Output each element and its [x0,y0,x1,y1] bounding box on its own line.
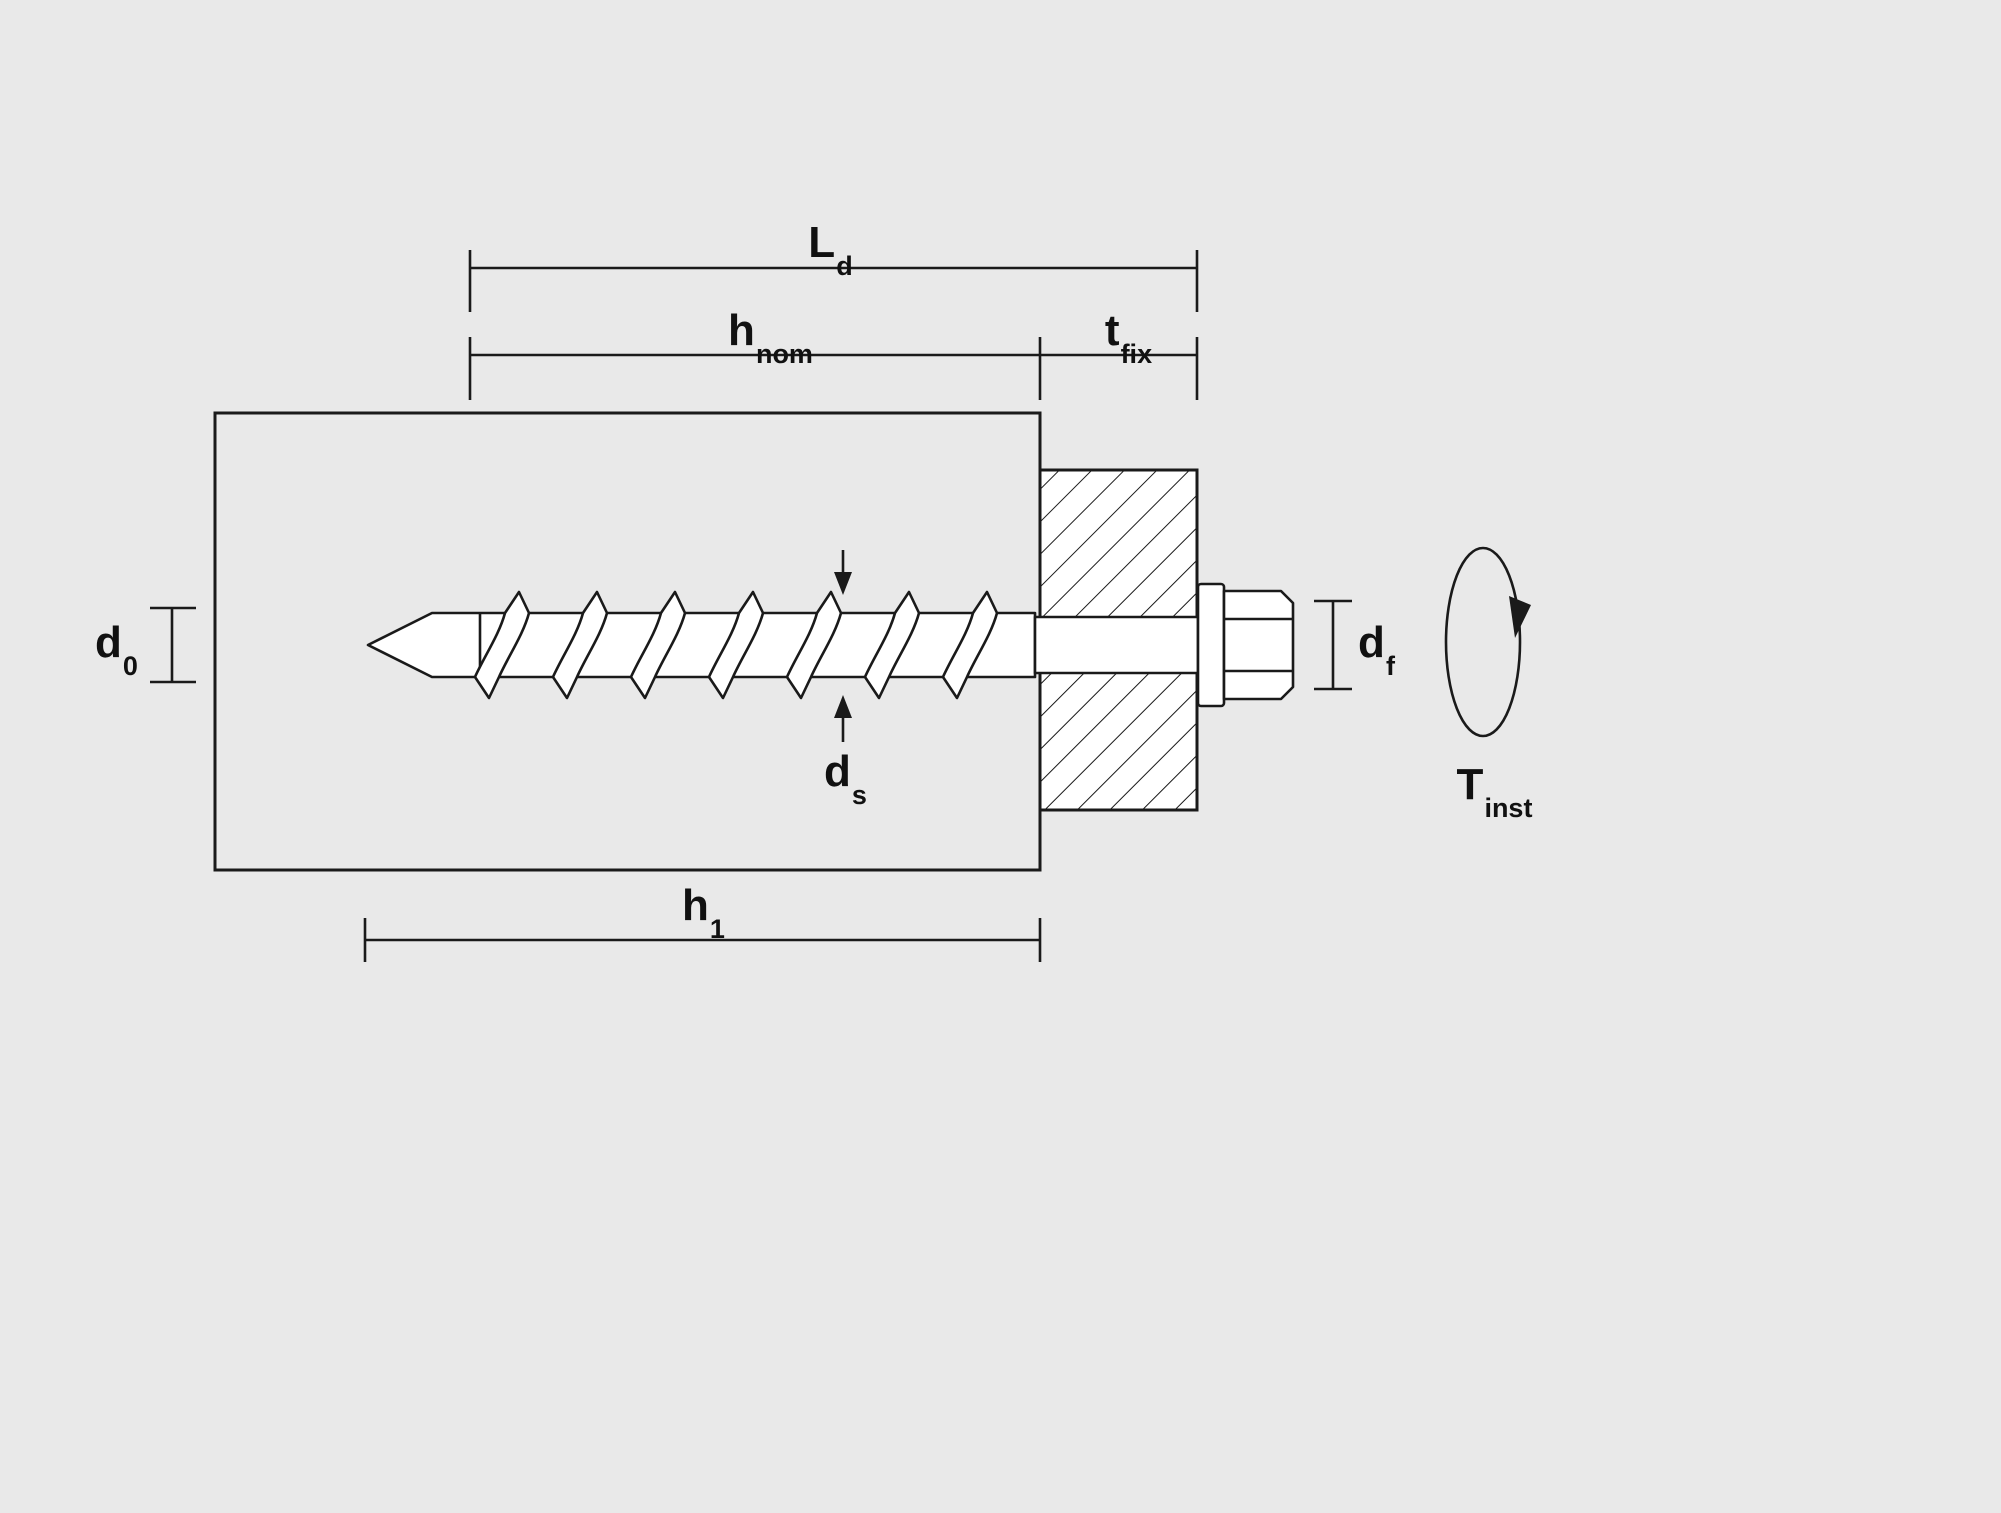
dim-d0 [150,606,196,684]
screw [366,582,1295,708]
label-ld: Ld [808,218,852,280]
label-tfix-main: t [1104,306,1120,355]
label-tfix: tfix [1104,306,1152,368]
label-hnom-sub: nom [755,338,813,369]
label-hnom: hnom [728,306,813,368]
dim-df [1314,599,1352,691]
label-df-sub: f [1385,650,1395,681]
label-tinst: Tinst [1456,760,1533,822]
washer [1196,582,1226,708]
label-ds-sub: s [851,779,867,810]
label-tinst-sub: inst [1484,792,1533,823]
label-d0: d0 [95,618,138,680]
label-h1: h1 [682,881,725,943]
thread-turn [707,590,765,700]
label-df-main: d [1358,618,1385,667]
dim-hnom-tfix [468,337,1199,400]
dim-ds [834,550,852,742]
label-ld-sub: d [836,250,853,281]
thread-turn [629,590,687,700]
label-tinst-main: T [1456,760,1484,809]
screw-core [366,611,1037,679]
label-df: df [1358,618,1395,680]
thread-turn [473,590,531,700]
label-h1-sub: 1 [709,913,725,944]
hex-head [1222,589,1295,701]
dim-h1 [363,918,1042,962]
label-d0-sub: 0 [122,650,138,681]
dim-ld [468,250,1199,312]
label-ds-main: d [824,747,851,796]
label-tfix-sub: fix [1120,338,1153,369]
thread-turn [863,590,921,700]
rotation-arrow-icon [1444,546,1531,738]
thread-turn [785,590,843,700]
label-ld-main: L [808,218,836,267]
screw-shank [1033,615,1200,675]
label-h1-main: h [682,881,709,930]
thread-turn [551,590,609,700]
label-d0-main: d [95,618,122,667]
label-hnom-main: h [728,306,755,355]
label-ds: ds [824,747,867,809]
thread-turn [941,590,999,700]
